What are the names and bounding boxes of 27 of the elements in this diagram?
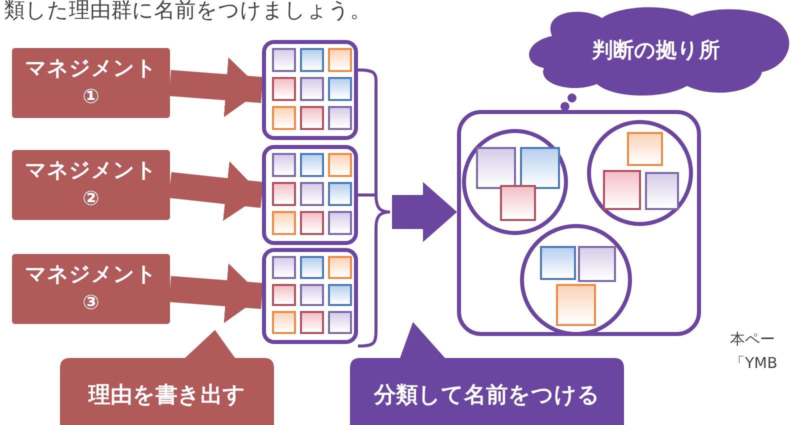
box-title: マネジメント [24, 261, 158, 288]
title: 類した理由群に名前をつけましょう。 [4, 0, 371, 24]
arrow [168, 161, 264, 221]
process-box [12, 254, 170, 324]
brace-arrow [356, 68, 457, 348]
callout-bubble [350, 322, 624, 425]
callout-text: 理由を書き出す [87, 382, 246, 410]
note-text: 本ペー [730, 330, 775, 349]
callout-text: 分類して名前をつける [372, 382, 601, 410]
group-frame [262, 248, 358, 344]
number: ③ [82, 290, 100, 314]
cloud-text: 判断の拠り所 [590, 37, 721, 64]
arrow [169, 57, 263, 118]
callout-bubble [60, 330, 274, 425]
cluster-circle [587, 120, 693, 226]
group-frame [262, 40, 358, 140]
process-box [12, 48, 170, 118]
process-box [12, 150, 170, 220]
number: ① [82, 84, 100, 108]
group-frame [457, 110, 701, 336]
box-title: マネジメント [24, 55, 158, 82]
group-frame [262, 145, 358, 245]
number: ② [82, 186, 100, 210]
note-text: 「YMB [730, 354, 778, 373]
arrow [169, 263, 263, 324]
box-title: マネジメント [24, 157, 158, 184]
cluster-circle [462, 129, 568, 235]
